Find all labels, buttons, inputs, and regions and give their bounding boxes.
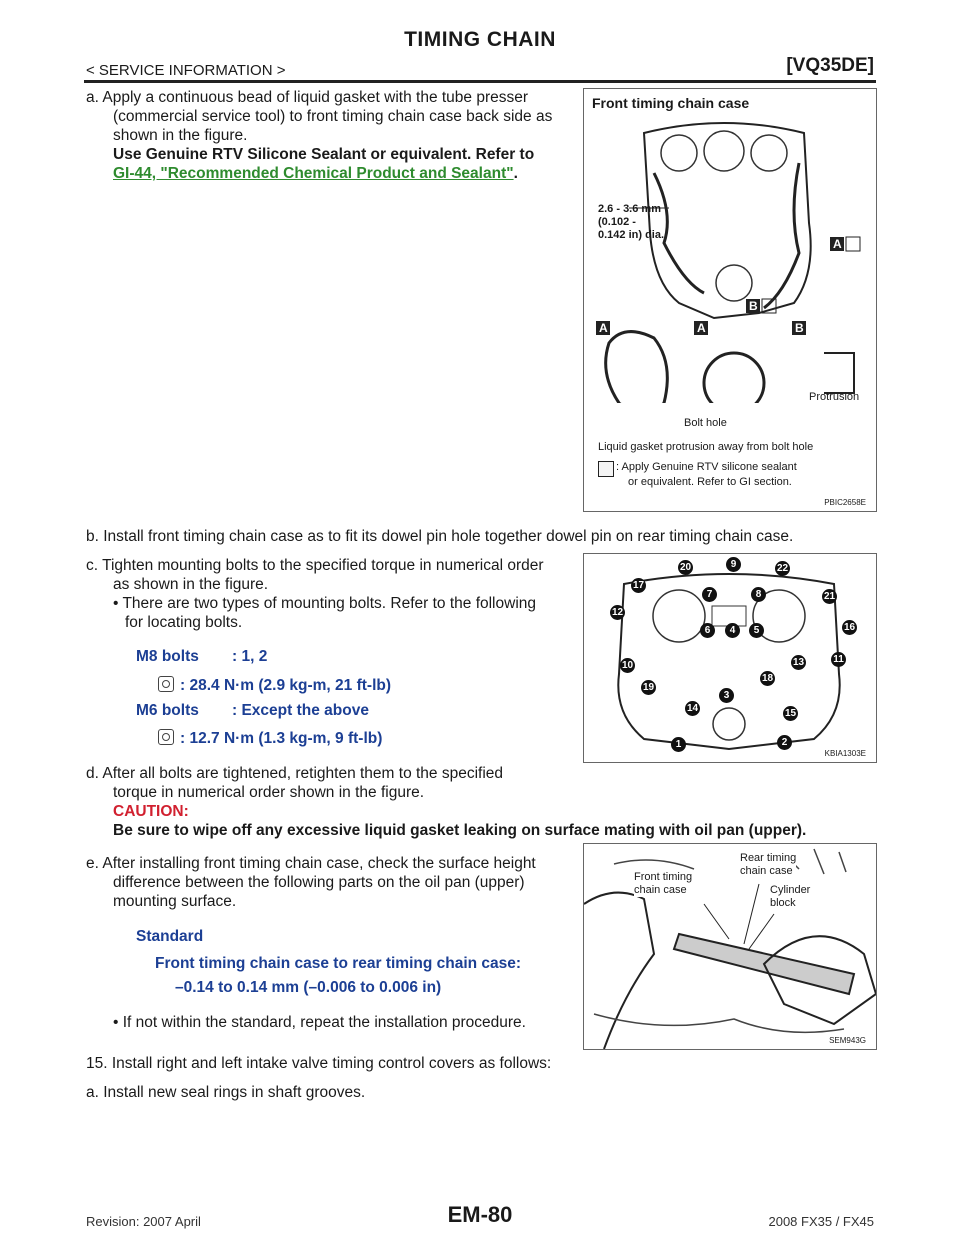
step-d-line1: d. After all bolts are tightened, retigh…	[86, 765, 504, 782]
figure-front-timing-chain-case: Front timing chain case A B A A B 2.6 - …	[583, 88, 877, 512]
step-a-ref: GI-44, "Recommended Chemical Product and…	[113, 165, 518, 182]
bolt-callout: 16	[842, 620, 857, 635]
step-a-bold: Use Genuine RTV Silicone Sealant or equi…	[113, 146, 535, 163]
m6-torque: : 12.7 N·m (1.3 kg-m, 9 ft-lb)	[158, 729, 382, 748]
bolt-callout: 19	[641, 680, 656, 695]
bolt-callout: 11	[831, 652, 846, 667]
bolt-callout: 20	[678, 560, 693, 575]
step-a-line3: shown in the figure.	[113, 127, 248, 144]
bolt-callout: 8	[751, 587, 766, 602]
bolt-callout: 5	[749, 623, 764, 638]
dimension-label: 2.6 - 3.6 mm(0.102 -0.142 in) dia.	[598, 203, 665, 241]
bolt-hole-label: Bolt hole	[684, 417, 727, 429]
step-a-line1: a. Apply a continuous bead of liquid gas…	[86, 89, 529, 106]
svg-text:A: A	[697, 321, 706, 335]
timing-case-drawing: A B A A B	[596, 122, 861, 403]
m8-torque: : 28.4 N·m (2.9 kg-m, 21 ft-lb)	[158, 676, 391, 695]
m8-label: M8 bolts	[136, 648, 199, 665]
protrusion-label: Protrusion	[809, 391, 860, 403]
bolt-callout: 6	[700, 623, 715, 638]
bolt-callout: 18	[760, 671, 775, 686]
step-a-line2: (commercial service tool) to front timin…	[113, 108, 553, 125]
step-15-a: a. Install new seal rings in shaft groov…	[86, 1084, 366, 1101]
bolt-callout: 9	[726, 557, 741, 572]
step-e-line1: e. After installing front timing chain c…	[86, 855, 536, 872]
figure3-code: SEM943G	[829, 1036, 866, 1045]
figure-bolt-tightening-order: 20 9 22 17 7 8 21 12 6 4 5 16 10 13 11 1…	[583, 553, 877, 763]
model-text: 2008 FX35 / FX45	[768, 1214, 874, 1229]
bolt-callout: 2	[777, 735, 792, 750]
note-line2: or equivalent. Refer to GI section.	[628, 476, 792, 488]
breadcrumb: < SERVICE INFORMATION >	[86, 62, 286, 79]
reference-link[interactable]: GI-44, "Recommended Chemical Product and…	[113, 165, 514, 182]
svg-text:B: B	[795, 321, 804, 335]
standard-desc: Front timing chain case to rear timing c…	[155, 955, 522, 972]
bolt-callout: 12	[610, 605, 625, 620]
svg-text:A: A	[599, 321, 608, 335]
m8-value: : 1, 2	[232, 648, 268, 665]
figure2-code: KBIA1303E	[824, 749, 866, 758]
bolt-callout: 14	[685, 701, 700, 716]
bolt-callout: 7	[702, 587, 717, 602]
revision-text: Revision: 2007 April	[86, 1214, 201, 1229]
step-15: 15. Install right and left intake valve …	[86, 1055, 552, 1072]
torque-wrench-icon	[158, 676, 174, 692]
bolt-callout: 10	[620, 658, 635, 673]
page-number: EM-80	[447, 1202, 513, 1227]
m6-label: M6 bolts	[136, 702, 199, 719]
bolt-callout: 22	[775, 561, 790, 576]
bolt-callout: 15	[783, 706, 798, 721]
step-c-line1: c. Tighten mounting bolts to the specifi…	[86, 557, 544, 574]
step-c-bullet2: for locating bolts.	[125, 614, 243, 631]
bolt-callout: 1	[671, 737, 686, 752]
bolt-order-drawing	[617, 573, 841, 751]
torque-wrench-icon	[158, 729, 174, 745]
standard-value: –0.14 to 0.14 mm (–0.006 to 0.006 in)	[175, 979, 442, 996]
svg-text:B: B	[749, 299, 758, 313]
note-line1: : Apply Genuine RTV silicone sealant	[616, 461, 797, 473]
figure1-caption: Liquid gasket protrusion away from bolt …	[598, 441, 814, 453]
m6-value: : Except the above	[232, 702, 369, 719]
page-title: TIMING CHAIN	[404, 28, 556, 51]
step-b: b. Install front timing chain case as to…	[86, 528, 794, 545]
standard-label: Standard	[136, 928, 204, 945]
bolt-callout: 17	[631, 578, 646, 593]
svg-text:A: A	[833, 237, 842, 251]
caution-text: Be sure to wipe off any excessive liquid…	[113, 822, 807, 839]
figure1-title: Front timing chain case	[592, 95, 750, 111]
bolt-callout: 4	[725, 623, 740, 638]
figure1-code: PBIC2658E	[824, 498, 866, 507]
step-c-bullet1: • There are two types of mounting bolts.…	[113, 595, 537, 612]
header-rule	[84, 80, 876, 83]
sealant-icon	[598, 461, 614, 477]
step-e-line2: difference between the following parts o…	[113, 874, 525, 891]
surface-check-drawing	[584, 848, 876, 1049]
bolt-callout: 21	[822, 589, 837, 604]
step-e-line3: mounting surface.	[113, 893, 237, 910]
step-c-line2: as shown in the figure.	[113, 576, 269, 593]
engine-code: [VQ35DE]	[786, 55, 874, 76]
step-e-bullet: • If not within the standard, repeat the…	[113, 1014, 526, 1031]
caution-label: CAUTION:	[113, 803, 189, 820]
bolt-callout: 3	[719, 688, 734, 703]
step-d-line2: torque in numerical order shown in the f…	[113, 784, 425, 801]
bolt-callout: 13	[791, 655, 806, 670]
